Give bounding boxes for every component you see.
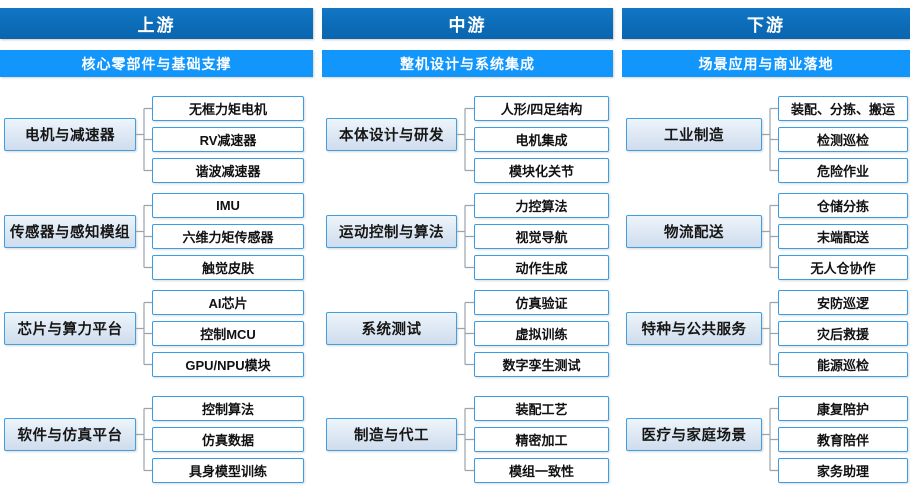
item-box[interactable]: 六维力矩传感器 <box>152 224 304 249</box>
bracket-connector <box>136 107 154 172</box>
item-box[interactable]: 装配工艺 <box>474 396 609 421</box>
item-box[interactable]: 电机集成 <box>474 127 609 152</box>
category-box[interactable]: 传感器与感知模组 <box>4 215 136 248</box>
category-group-2-1: 物流配送仓储分拣末端配送无人仓协作 <box>622 193 910 281</box>
chain-column-2: 下游场景应用与商业落地工业制造装配、分拣、搬运检测巡检危险作业物流配送仓储分拣末… <box>622 0 910 488</box>
category-group-2-2: 特种与公共服务安防巡逻灾后救援能源巡检 <box>622 290 910 378</box>
item-box[interactable]: 触觉皮肤 <box>152 255 304 280</box>
category-group-1-0: 本体设计与研发人形/四足结构电机集成模块化关节 <box>322 96 613 184</box>
item-box[interactable]: 康复陪护 <box>778 396 908 421</box>
item-box[interactable]: AI芯片 <box>152 290 304 315</box>
category-box[interactable]: 制造与代工 <box>326 418 457 451</box>
category-box[interactable]: 芯片与算力平台 <box>4 312 136 345</box>
category-group-1-1: 运动控制与算法力控算法视觉导航动作生成 <box>322 193 613 281</box>
tier-header-1: 中游 <box>322 8 613 39</box>
chain-column-1: 中游整机设计与系统集成本体设计与研发人形/四足结构电机集成模块化关节运动控制与算… <box>322 0 613 488</box>
category-group-2-0: 工业制造装配、分拣、搬运检测巡检危险作业 <box>622 96 910 184</box>
tier-subtitle-1: 整机设计与系统集成 <box>322 50 613 77</box>
item-box[interactable]: 危险作业 <box>778 158 908 183</box>
item-box[interactable]: RV减速器 <box>152 127 304 152</box>
category-group-1-2: 系统测试仿真验证虚拟训练数字孪生测试 <box>322 290 613 378</box>
item-box[interactable]: 教育陪伴 <box>778 427 908 452</box>
item-box[interactable]: 能源巡检 <box>778 352 908 377</box>
item-box[interactable]: 具身模型训练 <box>152 458 304 483</box>
bracket-connector <box>136 301 154 366</box>
bracket-connector <box>136 204 154 269</box>
category-group-0-2: 芯片与算力平台 AI芯片控制MCU GPU/NPU模块 <box>0 290 313 378</box>
category-group-1-3: 制造与代工装配工艺精密加工模组一致性 <box>322 396 613 484</box>
category-group-0-1: 传感器与感知模组 IMU 六维力矩传感器触觉皮肤 <box>0 193 313 281</box>
item-box[interactable]: 无框力矩电机 <box>152 96 304 121</box>
item-box[interactable]: 动作生成 <box>474 255 609 280</box>
item-box[interactable]: 谐波减速器 <box>152 158 304 183</box>
item-box[interactable]: 视觉导航 <box>474 224 609 249</box>
item-box[interactable]: 仓储分拣 <box>778 193 908 218</box>
item-box[interactable]: 末端配送 <box>778 224 908 249</box>
item-box[interactable]: IMU <box>152 193 304 218</box>
tier-header-2: 下游 <box>622 8 910 39</box>
chain-column-0: 上游核心零部件与基础支撑电机与减速器无框力矩电机 RV减速器谐波减速器传感器与感知… <box>0 0 313 488</box>
item-box[interactable]: 仿真验证 <box>474 290 609 315</box>
bracket-connector <box>762 204 780 269</box>
category-box[interactable]: 本体设计与研发 <box>326 118 457 151</box>
item-box[interactable]: 安防巡逻 <box>778 290 908 315</box>
category-box[interactable]: 系统测试 <box>326 312 457 345</box>
item-box[interactable]: 人形/四足结构 <box>474 96 609 121</box>
category-box[interactable]: 工业制造 <box>626 118 762 151</box>
category-group-0-3: 软件与仿真平台控制算法仿真数据具身模型训练 <box>0 396 313 484</box>
item-box[interactable]: 虚拟训练 <box>474 321 609 346</box>
category-group-2-3: 医疗与家庭场景康复陪护教育陪伴家务助理 <box>622 396 910 484</box>
bracket-connector <box>457 107 475 172</box>
item-box[interactable]: 无人仓协作 <box>778 255 908 280</box>
item-box[interactable]: 装配、分拣、搬运 <box>778 96 908 121</box>
bracket-connector <box>457 204 475 269</box>
bracket-connector <box>762 107 780 172</box>
tier-subtitle-0: 核心零部件与基础支撑 <box>0 50 313 77</box>
item-box[interactable]: 模组一致性 <box>474 458 609 483</box>
category-group-0-0: 电机与减速器无框力矩电机 RV减速器谐波减速器 <box>0 96 313 184</box>
bracket-connector <box>457 301 475 366</box>
bracket-connector <box>136 407 154 472</box>
bracket-connector <box>762 301 780 366</box>
bracket-connector <box>762 407 780 472</box>
item-box[interactable]: 控制MCU <box>152 321 304 346</box>
category-box[interactable]: 特种与公共服务 <box>626 312 762 345</box>
item-box[interactable]: GPU/NPU模块 <box>152 352 304 377</box>
item-box[interactable]: 仿真数据 <box>152 427 304 452</box>
tier-header-0: 上游 <box>0 8 313 39</box>
item-box[interactable]: 数字孪生测试 <box>474 352 609 377</box>
category-box[interactable]: 运动控制与算法 <box>326 215 457 248</box>
bracket-connector <box>457 407 475 472</box>
item-box[interactable]: 检测巡检 <box>778 127 908 152</box>
item-box[interactable]: 模块化关节 <box>474 158 609 183</box>
tier-subtitle-2: 场景应用与商业落地 <box>622 50 910 77</box>
category-box[interactable]: 物流配送 <box>626 215 762 248</box>
category-box[interactable]: 软件与仿真平台 <box>4 418 136 451</box>
category-box[interactable]: 医疗与家庭场景 <box>626 418 762 451</box>
item-box[interactable]: 灾后救援 <box>778 321 908 346</box>
item-box[interactable]: 精密加工 <box>474 427 609 452</box>
category-box[interactable]: 电机与减速器 <box>4 118 136 151</box>
item-box[interactable]: 控制算法 <box>152 396 304 421</box>
item-box[interactable]: 家务助理 <box>778 458 908 483</box>
item-box[interactable]: 力控算法 <box>474 193 609 218</box>
